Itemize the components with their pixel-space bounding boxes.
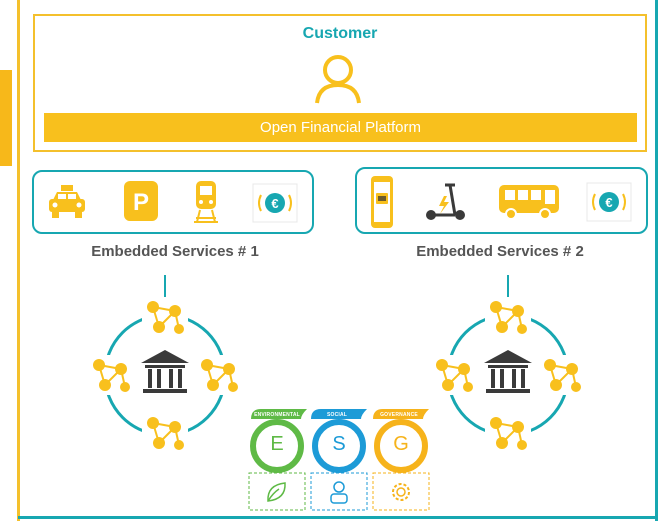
mobile-ticket-icon	[371, 176, 393, 228]
network-people-icon	[142, 297, 188, 337]
person-outline-icon	[315, 55, 361, 104]
svg-text:€: €	[605, 195, 612, 210]
svg-text:€: €	[271, 196, 278, 211]
bank-hub-1	[88, 275, 242, 453]
train-icon	[194, 181, 218, 223]
esg-tab-governance: GOVERNANCE	[380, 412, 418, 418]
person-icon	[330, 481, 348, 504]
bus-icon	[499, 185, 559, 220]
network-people-icon	[142, 413, 188, 453]
bank-icon	[484, 350, 532, 393]
euro-coin-icon: €	[586, 182, 632, 222]
network-people-icon	[88, 355, 134, 395]
esg-graphic	[248, 409, 430, 511]
esg-tab-social: SOCIAL	[326, 412, 348, 418]
network-people-icon	[431, 355, 477, 395]
network-people-icon	[485, 297, 531, 337]
bank-hub-2	[431, 275, 585, 453]
right-border-line	[655, 0, 658, 521]
taxi-icon	[49, 185, 85, 218]
esg-letter-e: E	[270, 433, 284, 455]
network-people-icon	[196, 355, 242, 395]
esg-tab-environmental: ENVIRONMENTAL	[254, 412, 300, 418]
embedded-services-1-title: Embedded Services # 1	[91, 243, 259, 260]
network-people-icon	[539, 355, 585, 395]
embedded-services-2-title: Embedded Services # 2	[416, 243, 584, 260]
bank-icon	[141, 350, 189, 393]
customer-label: Customer	[302, 25, 378, 42]
network-people-icon	[485, 413, 531, 453]
left-border-line	[17, 0, 20, 521]
left-accent-bar	[0, 70, 12, 166]
svg-text:P: P	[133, 189, 149, 216]
esg-letter-g: G	[393, 433, 409, 455]
bottom-border-line	[18, 516, 658, 519]
leaf-icon	[267, 482, 286, 502]
e-scooter-icon	[426, 183, 465, 220]
gear-icon	[392, 483, 410, 501]
customer-box	[33, 14, 647, 152]
esg-letter-s: S	[332, 433, 346, 455]
euro-coin-icon: €	[252, 183, 298, 223]
parking-icon: P	[124, 181, 158, 221]
open-financial-platform-bar: Open Financial Platform	[44, 113, 637, 142]
